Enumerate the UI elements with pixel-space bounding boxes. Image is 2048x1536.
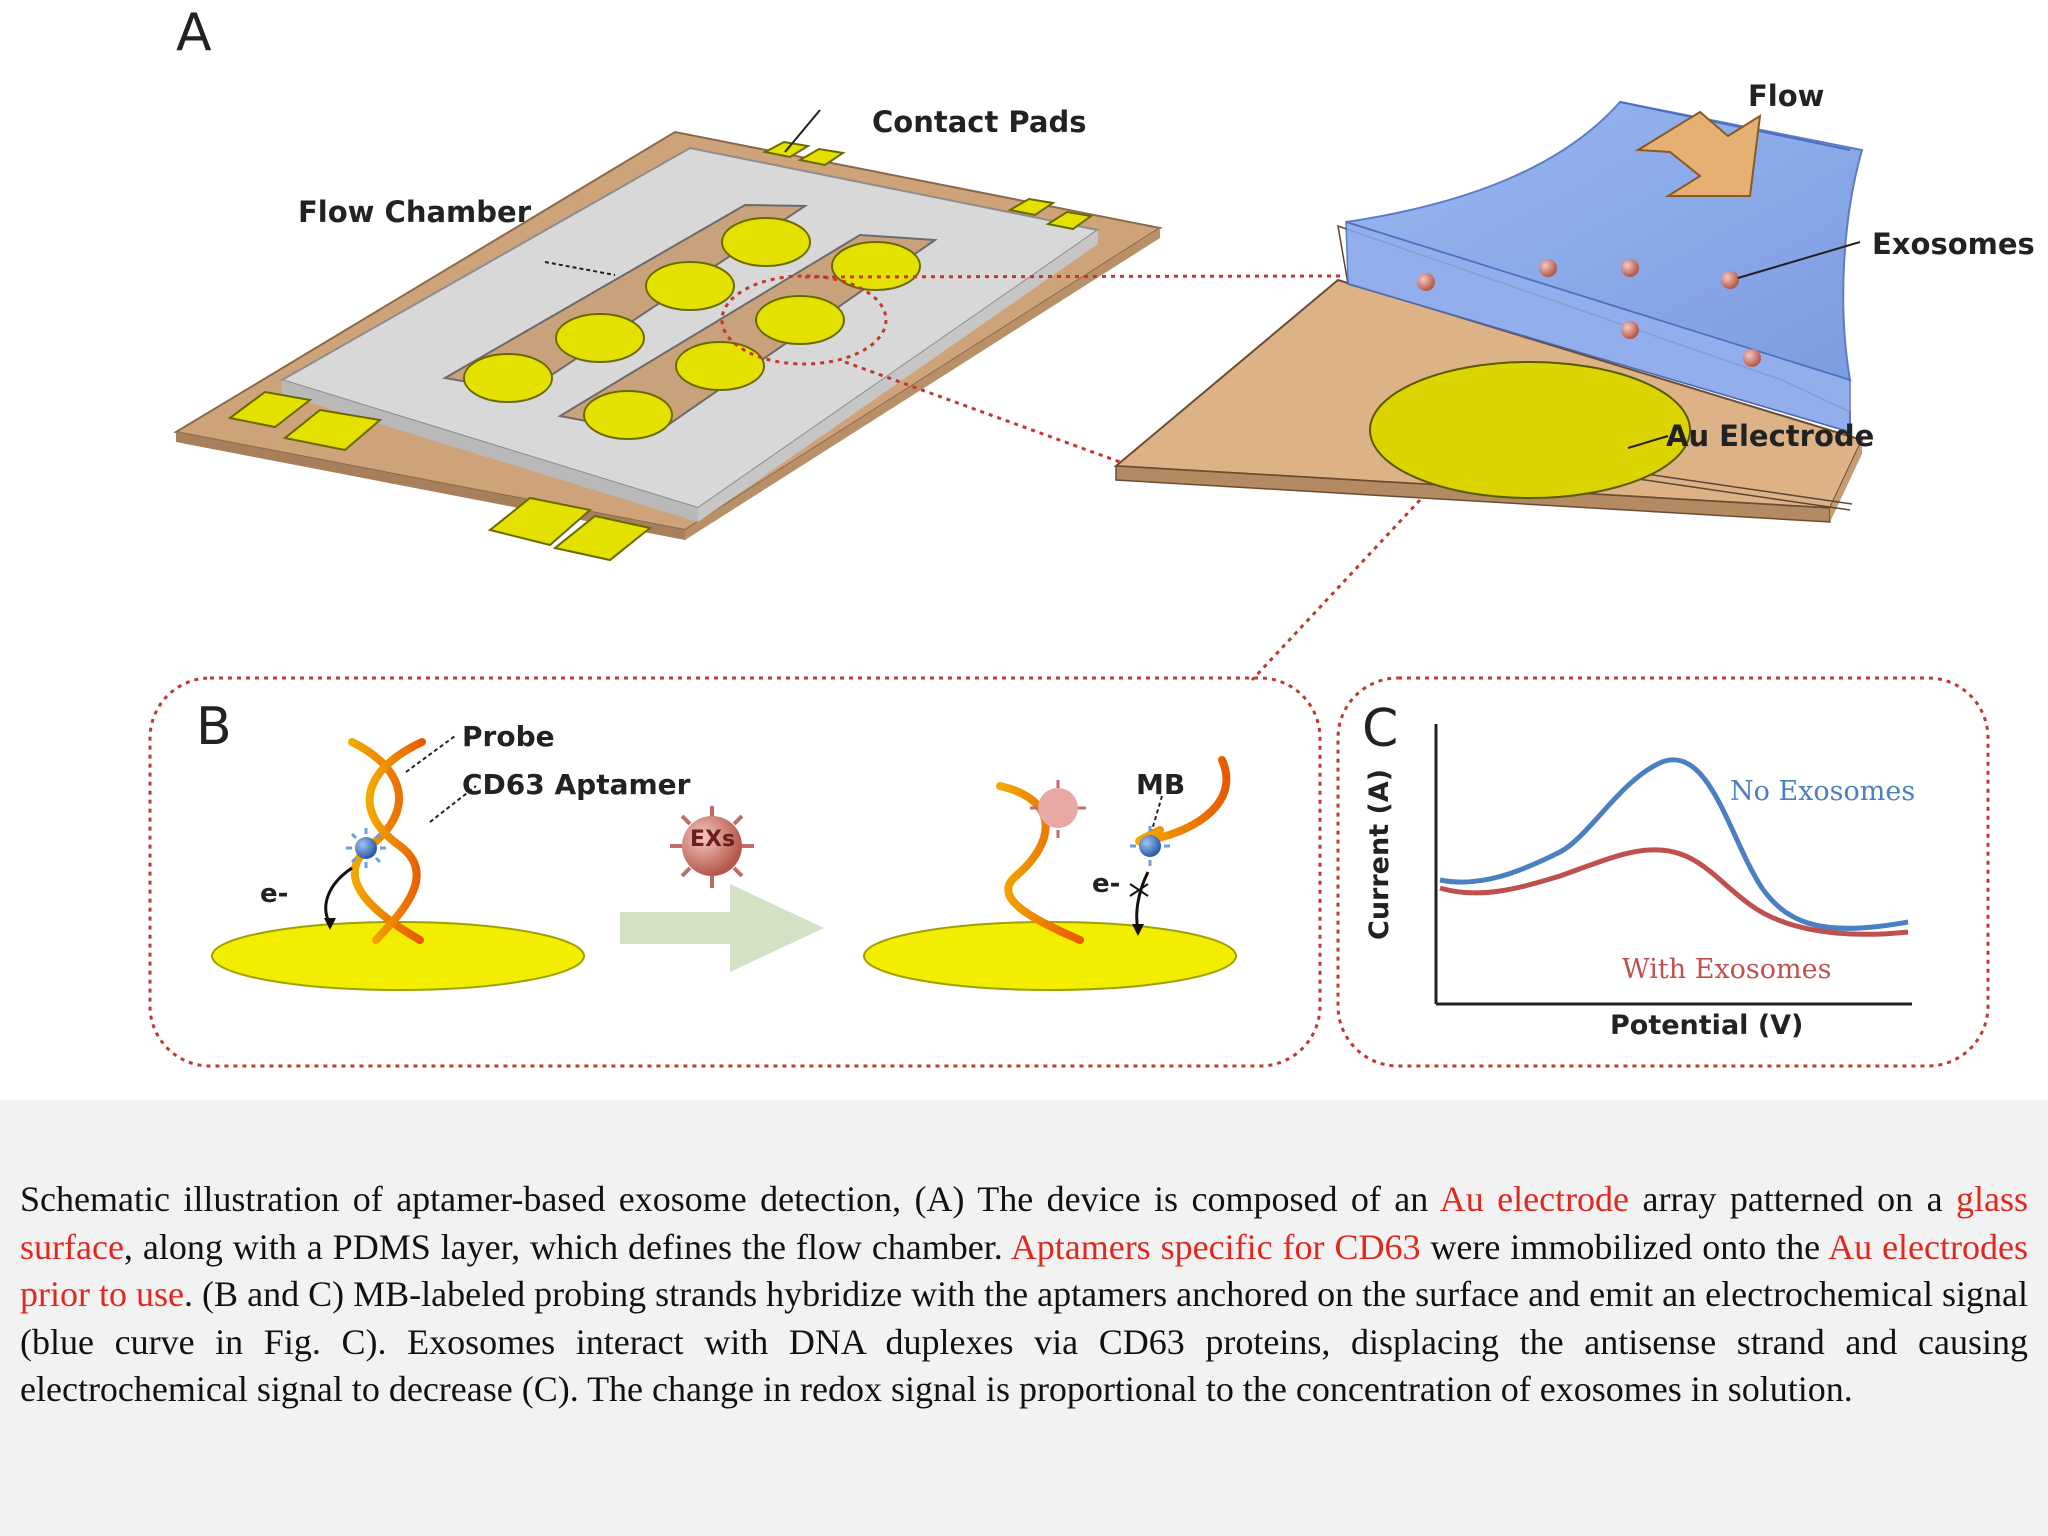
electron-left-label: e- (260, 879, 288, 909)
caption-highlight: Au electrodes prior to use (20, 1226, 2028, 1315)
figure: A Cont (0, 0, 2048, 1100)
au-electrode-label: Au Electrode (1666, 419, 1874, 453)
electron-right-label: e- (1092, 869, 1120, 899)
exosomes-label: Exosomes (1872, 227, 2035, 261)
caption-text: Schematic illustration of aptamer-based … (20, 1179, 1440, 1219)
panel-b-letter: B (196, 697, 232, 757)
mb-molecule-icon-before (346, 828, 386, 868)
exs-label: EXs (690, 827, 735, 852)
electron-path-left (324, 866, 353, 925)
exosome-particle-icon (670, 806, 754, 888)
series-no-exosomes (1439, 757, 1909, 931)
panel-a-letter: A (176, 3, 212, 63)
bound-exosome-icon (1030, 780, 1086, 838)
probe-label: Probe (462, 720, 555, 753)
contact-pads-label: Contact Pads (872, 105, 1087, 139)
figure-caption: Schematic illustration of aptamer-based … (20, 1176, 2028, 1414)
flow-arrow-icon (1634, 110, 1762, 197)
flow-chamber-label: Flow Chamber (298, 195, 532, 229)
caption-highlight: Au electrode (1439, 1179, 1630, 1219)
x-axis-label: Potential (V) (1610, 1010, 1803, 1041)
series-with-exosomes (1439, 847, 1909, 937)
exosome-particles (1417, 259, 1761, 367)
flow-chamber-leader (544, 261, 616, 276)
mb-leader (1151, 795, 1163, 831)
flow-label: Flow (1748, 79, 1824, 113)
mb-label: MB (1136, 768, 1185, 801)
legend-no-exosomes: No Exosomes (1730, 776, 1915, 807)
legend-with-exosomes: With Exosomes (1622, 954, 1831, 985)
process-arrow-icon (620, 884, 824, 972)
mb-molecule-icon-after (1130, 826, 1170, 866)
voltammogram-chart: Current (A) Potential (V) No Exosomes Wi… (1364, 724, 1915, 1041)
y-axis-label: Current (A) (1364, 769, 1395, 940)
probe-leader (405, 735, 456, 773)
cd63-aptamer-label: CD63 Aptamer (462, 768, 691, 801)
caption-text: , along with a PDMS layer, which defines… (123, 1226, 1011, 1267)
aptamer-leader (429, 785, 477, 823)
electrode-after (863, 921, 1237, 991)
caption-text: were immobilized onto the (1420, 1226, 1829, 1267)
figure-svg: A Cont (148, 3, 2035, 1068)
panel-c-frame (1336, 676, 1990, 1068)
zoom-callout (720, 274, 1422, 682)
au-electrode (1369, 361, 1691, 499)
exosomes-leader (1737, 241, 1861, 279)
panel-c-letter: C (1362, 699, 1398, 759)
aptamer-strand-after (996, 782, 1084, 944)
au-electrode-leader (1627, 435, 1669, 449)
caption-highlight: Aptamers specific for CD63 (1010, 1226, 1421, 1267)
chip-device (173, 130, 1163, 562)
zoomed-electrode-block (1113, 224, 1864, 523)
electrode-before (211, 921, 585, 991)
caption-text: . (B and C) MB-labeled probing strands h… (20, 1274, 2028, 1409)
contact-pads-leader (784, 109, 821, 153)
caption-text: array patterned on a (1629, 1179, 1957, 1219)
caption-highlight: glass surface (20, 1179, 2029, 1267)
electron-path-right (1135, 871, 1150, 931)
chip-electrodes (463, 217, 921, 440)
panel-b-frame (148, 676, 1322, 1068)
